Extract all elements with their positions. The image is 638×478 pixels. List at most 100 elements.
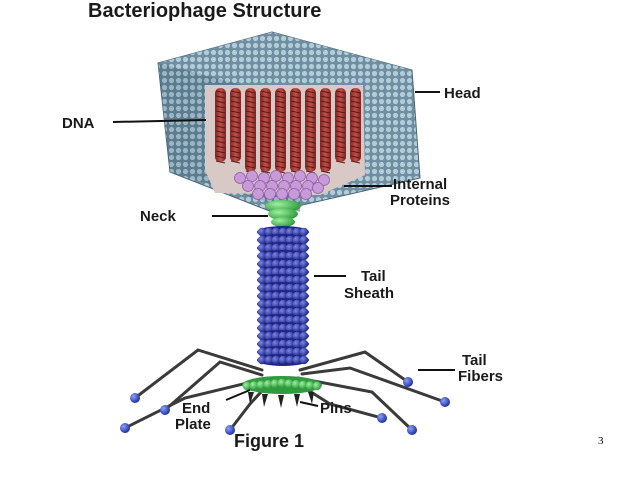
protein-bead bbox=[312, 182, 324, 194]
sheath-bead bbox=[292, 339, 302, 349]
sheath-bead bbox=[299, 347, 309, 357]
sheath-bead bbox=[264, 347, 274, 357]
protein-bead bbox=[234, 172, 246, 184]
sheath-bead bbox=[257, 283, 267, 293]
dna-strand bbox=[320, 88, 331, 172]
protein-bead bbox=[242, 180, 254, 192]
label-neck: Neck bbox=[140, 208, 177, 225]
sheath-bead bbox=[257, 323, 267, 333]
end-plate-bead bbox=[312, 381, 322, 391]
sheath-bead bbox=[299, 267, 309, 277]
sheath-bead bbox=[285, 275, 295, 285]
sheath-bead bbox=[299, 283, 309, 293]
pins-leader bbox=[299, 401, 319, 407]
end-plate-bead bbox=[291, 380, 301, 389]
sheath-bead bbox=[264, 259, 274, 269]
sheath-bead bbox=[257, 251, 267, 261]
sheath-bead bbox=[299, 307, 309, 317]
protein-bead bbox=[300, 188, 312, 200]
label-head: Head bbox=[444, 85, 481, 102]
protein-bead bbox=[270, 170, 282, 182]
dna-strand bbox=[290, 88, 301, 172]
label-pins: Pins bbox=[320, 400, 352, 417]
sheath-bead bbox=[292, 251, 302, 261]
sheath-bead bbox=[292, 283, 302, 293]
sheath-bead bbox=[271, 283, 281, 293]
sheath-bead bbox=[264, 275, 274, 285]
sheath-bead bbox=[257, 355, 267, 365]
label-dna: DNA bbox=[62, 115, 95, 132]
sheath-bead bbox=[278, 355, 288, 365]
sheath-bead bbox=[299, 299, 309, 309]
end-plate bbox=[242, 376, 322, 394]
sheath-bead bbox=[299, 323, 309, 333]
sheath-bead bbox=[292, 235, 302, 245]
sheath-bead bbox=[271, 299, 281, 309]
protein-bead bbox=[246, 170, 258, 182]
end-plate-bead bbox=[270, 379, 280, 388]
sheath-bead bbox=[271, 259, 281, 269]
protein-bead bbox=[294, 170, 306, 182]
page-number: 3 bbox=[598, 435, 604, 447]
sheath-bead bbox=[292, 259, 302, 269]
sheath-bead bbox=[299, 251, 309, 261]
sheath-bead bbox=[285, 331, 295, 341]
protein-bead bbox=[276, 188, 288, 200]
sheath-bead bbox=[285, 307, 295, 317]
end-plate-bead bbox=[277, 378, 287, 388]
sheath-bead bbox=[264, 243, 274, 253]
dna-coils bbox=[215, 88, 361, 174]
end-plate-bead bbox=[256, 380, 266, 389]
sheath-bead bbox=[257, 339, 267, 349]
sheath-bead bbox=[264, 267, 274, 277]
end-plate-bead bbox=[242, 381, 252, 391]
tail-fiber-tips bbox=[120, 377, 450, 435]
sheath-bead bbox=[292, 275, 302, 285]
sheath-bead bbox=[271, 227, 281, 237]
dna-strand bbox=[305, 88, 316, 172]
neck bbox=[265, 200, 301, 227]
sheath-bead bbox=[285, 283, 295, 293]
sheath-bead bbox=[285, 347, 295, 357]
sheath-bead bbox=[257, 347, 267, 357]
end-plate-bead bbox=[263, 380, 273, 389]
sheath-bead bbox=[292, 267, 302, 277]
sheath-bead bbox=[257, 315, 267, 325]
sheath-bead bbox=[264, 331, 274, 341]
sheath-bead bbox=[271, 347, 281, 357]
sheath-bead bbox=[271, 235, 281, 245]
label-end-plate-2: Plate bbox=[175, 416, 211, 433]
label-tail-sheath-2: Sheath bbox=[344, 285, 394, 302]
sheath-bead bbox=[257, 307, 267, 317]
sheath-bead bbox=[292, 355, 302, 365]
protein-bead bbox=[288, 188, 300, 200]
sheath-bead bbox=[299, 243, 309, 253]
sheath-bead bbox=[299, 259, 309, 269]
sheath-bead bbox=[257, 235, 267, 245]
sheath-bead bbox=[285, 267, 295, 277]
sheath-bead bbox=[285, 355, 295, 365]
sheath-bead bbox=[257, 299, 267, 309]
sheath-bead bbox=[271, 315, 281, 325]
sheath-bead bbox=[299, 291, 309, 301]
sheath-bead bbox=[299, 339, 309, 349]
label-tail-fibers-2: Fibers bbox=[458, 368, 503, 385]
end-plate-bead bbox=[284, 379, 294, 388]
sheath-bead bbox=[271, 355, 281, 365]
sheath-bead bbox=[264, 251, 274, 261]
sheath-bead bbox=[264, 315, 274, 325]
end-plate-leader bbox=[225, 389, 251, 401]
protein-bead bbox=[318, 174, 330, 186]
dna-strand bbox=[275, 88, 286, 172]
sheath-bead bbox=[264, 283, 274, 293]
sheath-bead bbox=[264, 355, 274, 365]
sheath-bead bbox=[299, 235, 309, 245]
sheath-bead bbox=[271, 291, 281, 301]
sheath-bead bbox=[285, 235, 295, 245]
sheath-bead bbox=[271, 307, 281, 317]
sheath-bead bbox=[271, 243, 281, 253]
sheath-bead bbox=[271, 275, 281, 285]
label-tail-sheath-1: Tail bbox=[361, 268, 386, 285]
sheath-bead bbox=[299, 315, 309, 325]
end-plate-bead bbox=[249, 381, 259, 390]
